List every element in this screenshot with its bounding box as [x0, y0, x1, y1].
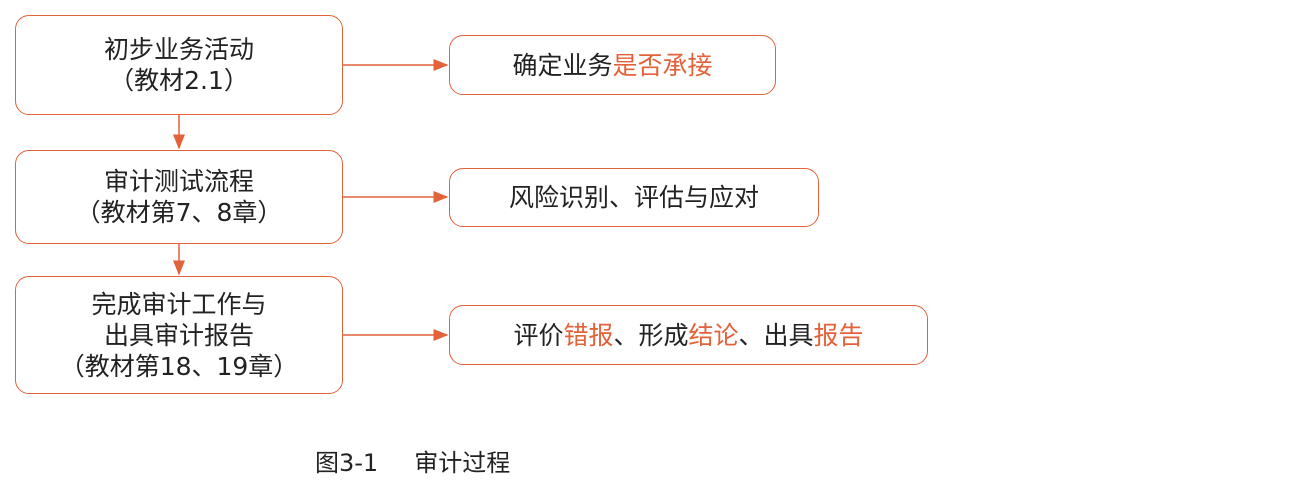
step-text: 初步业务活动: [103, 35, 254, 64]
step-text: 审计测试流程: [103, 167, 254, 196]
result-text-highlight: 错报: [563, 320, 614, 350]
step-box-2: 审计测试流程 （教材第7、8章）: [15, 150, 343, 244]
result-text-highlight: 结论: [688, 320, 739, 350]
caption-number: 图3-1: [315, 449, 379, 477]
step-text: （教材2.1）: [109, 66, 249, 95]
result-box-3: 评价错报、形成结论、出具报告: [449, 305, 928, 365]
result-box-1: 确定业务是否承接: [449, 35, 776, 95]
result-box-2: 风险识别、评估与应对: [449, 168, 819, 227]
caption-title: 审计过程: [414, 449, 511, 477]
step-text: 完成审计工作与: [91, 289, 267, 319]
result-text: 、形成: [613, 320, 689, 350]
step-text: 出具审计报告: [103, 320, 254, 350]
step-text: （教材第18、19章）: [59, 351, 299, 381]
result-text: 确定业务: [512, 50, 613, 80]
step-box-1: 初步业务活动 （教材2.1）: [15, 15, 343, 115]
figure-caption: 图3-1 审计过程: [315, 443, 510, 478]
result-text-highlight: 报告: [813, 320, 864, 350]
result-text: 评价: [513, 320, 564, 350]
result-text-highlight: 是否承接: [612, 50, 713, 80]
step-text: （教材第7、8章）: [75, 198, 283, 227]
step-box-3: 完成审计工作与 出具审计报告 （教材第18、19章）: [15, 276, 343, 394]
result-text: 、出具: [738, 320, 814, 350]
result-text: 风险识别、评估与应对: [508, 183, 759, 212]
